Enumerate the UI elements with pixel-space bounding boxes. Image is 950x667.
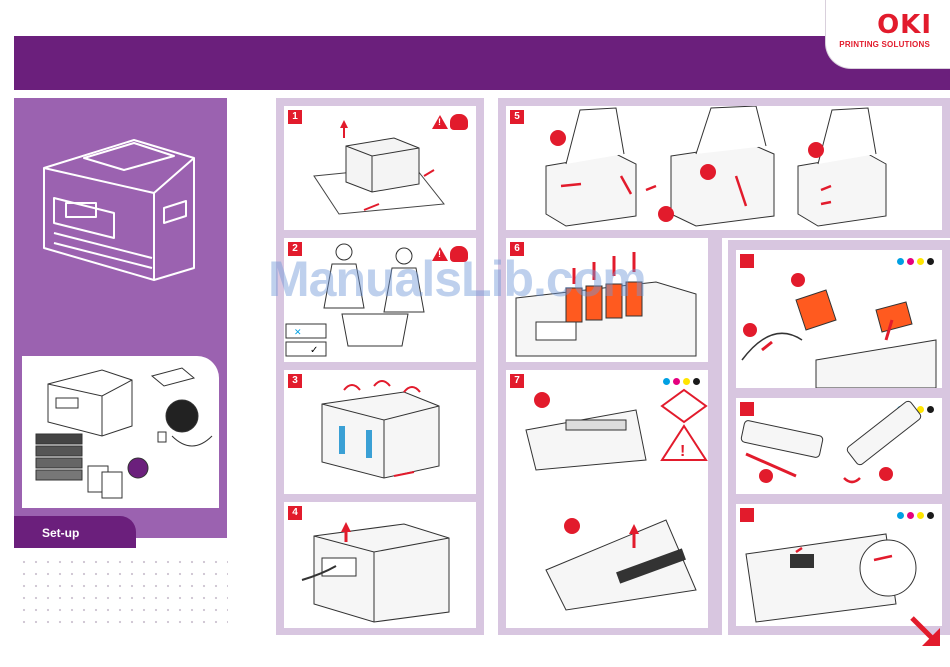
header-banner: [14, 36, 950, 90]
tab-setup-label: Set-up: [42, 526, 79, 540]
step-1-panel: 1: [284, 106, 476, 230]
box-contents-illustration: [22, 356, 219, 508]
brand-name: OKI: [877, 10, 932, 40]
svg-text:!: !: [680, 443, 685, 460]
step-3-panel: 3: [284, 370, 476, 494]
step-4-panel: 4: [284, 502, 476, 628]
step-8-panel: [736, 250, 942, 388]
step-5-illustration: [506, 106, 942, 230]
tab-setup[interactable]: Set-up: [14, 516, 136, 548]
step-9-illustration: [736, 398, 942, 494]
watermark: ManualsLib.com: [268, 250, 646, 308]
step-10-panel: [736, 504, 942, 626]
next-page-arrow-icon[interactable]: [908, 614, 948, 654]
brand-tagline: PRINTING SOLUTIONS: [839, 40, 930, 49]
svg-text:✓: ✓: [310, 345, 318, 356]
dotted-pattern: [18, 556, 228, 626]
step-5-panel: 5: [506, 106, 942, 230]
step-8-illustration: [736, 250, 942, 388]
box-contents: [22, 356, 219, 508]
brand-logo: OKI PRINTING SOLUTIONS: [825, 0, 950, 69]
svg-text:✕: ✕: [294, 328, 302, 338]
step-10-illustration: [736, 504, 942, 626]
printer-illustration: [14, 98, 227, 338]
step-1-illustration: [284, 106, 476, 230]
step-7-panel: 7 !: [506, 370, 708, 628]
step-4-illustration: [284, 502, 476, 628]
step-3-illustration: [284, 370, 476, 494]
step-9-panel: [736, 398, 942, 494]
step-7-illustration: !: [506, 370, 708, 628]
